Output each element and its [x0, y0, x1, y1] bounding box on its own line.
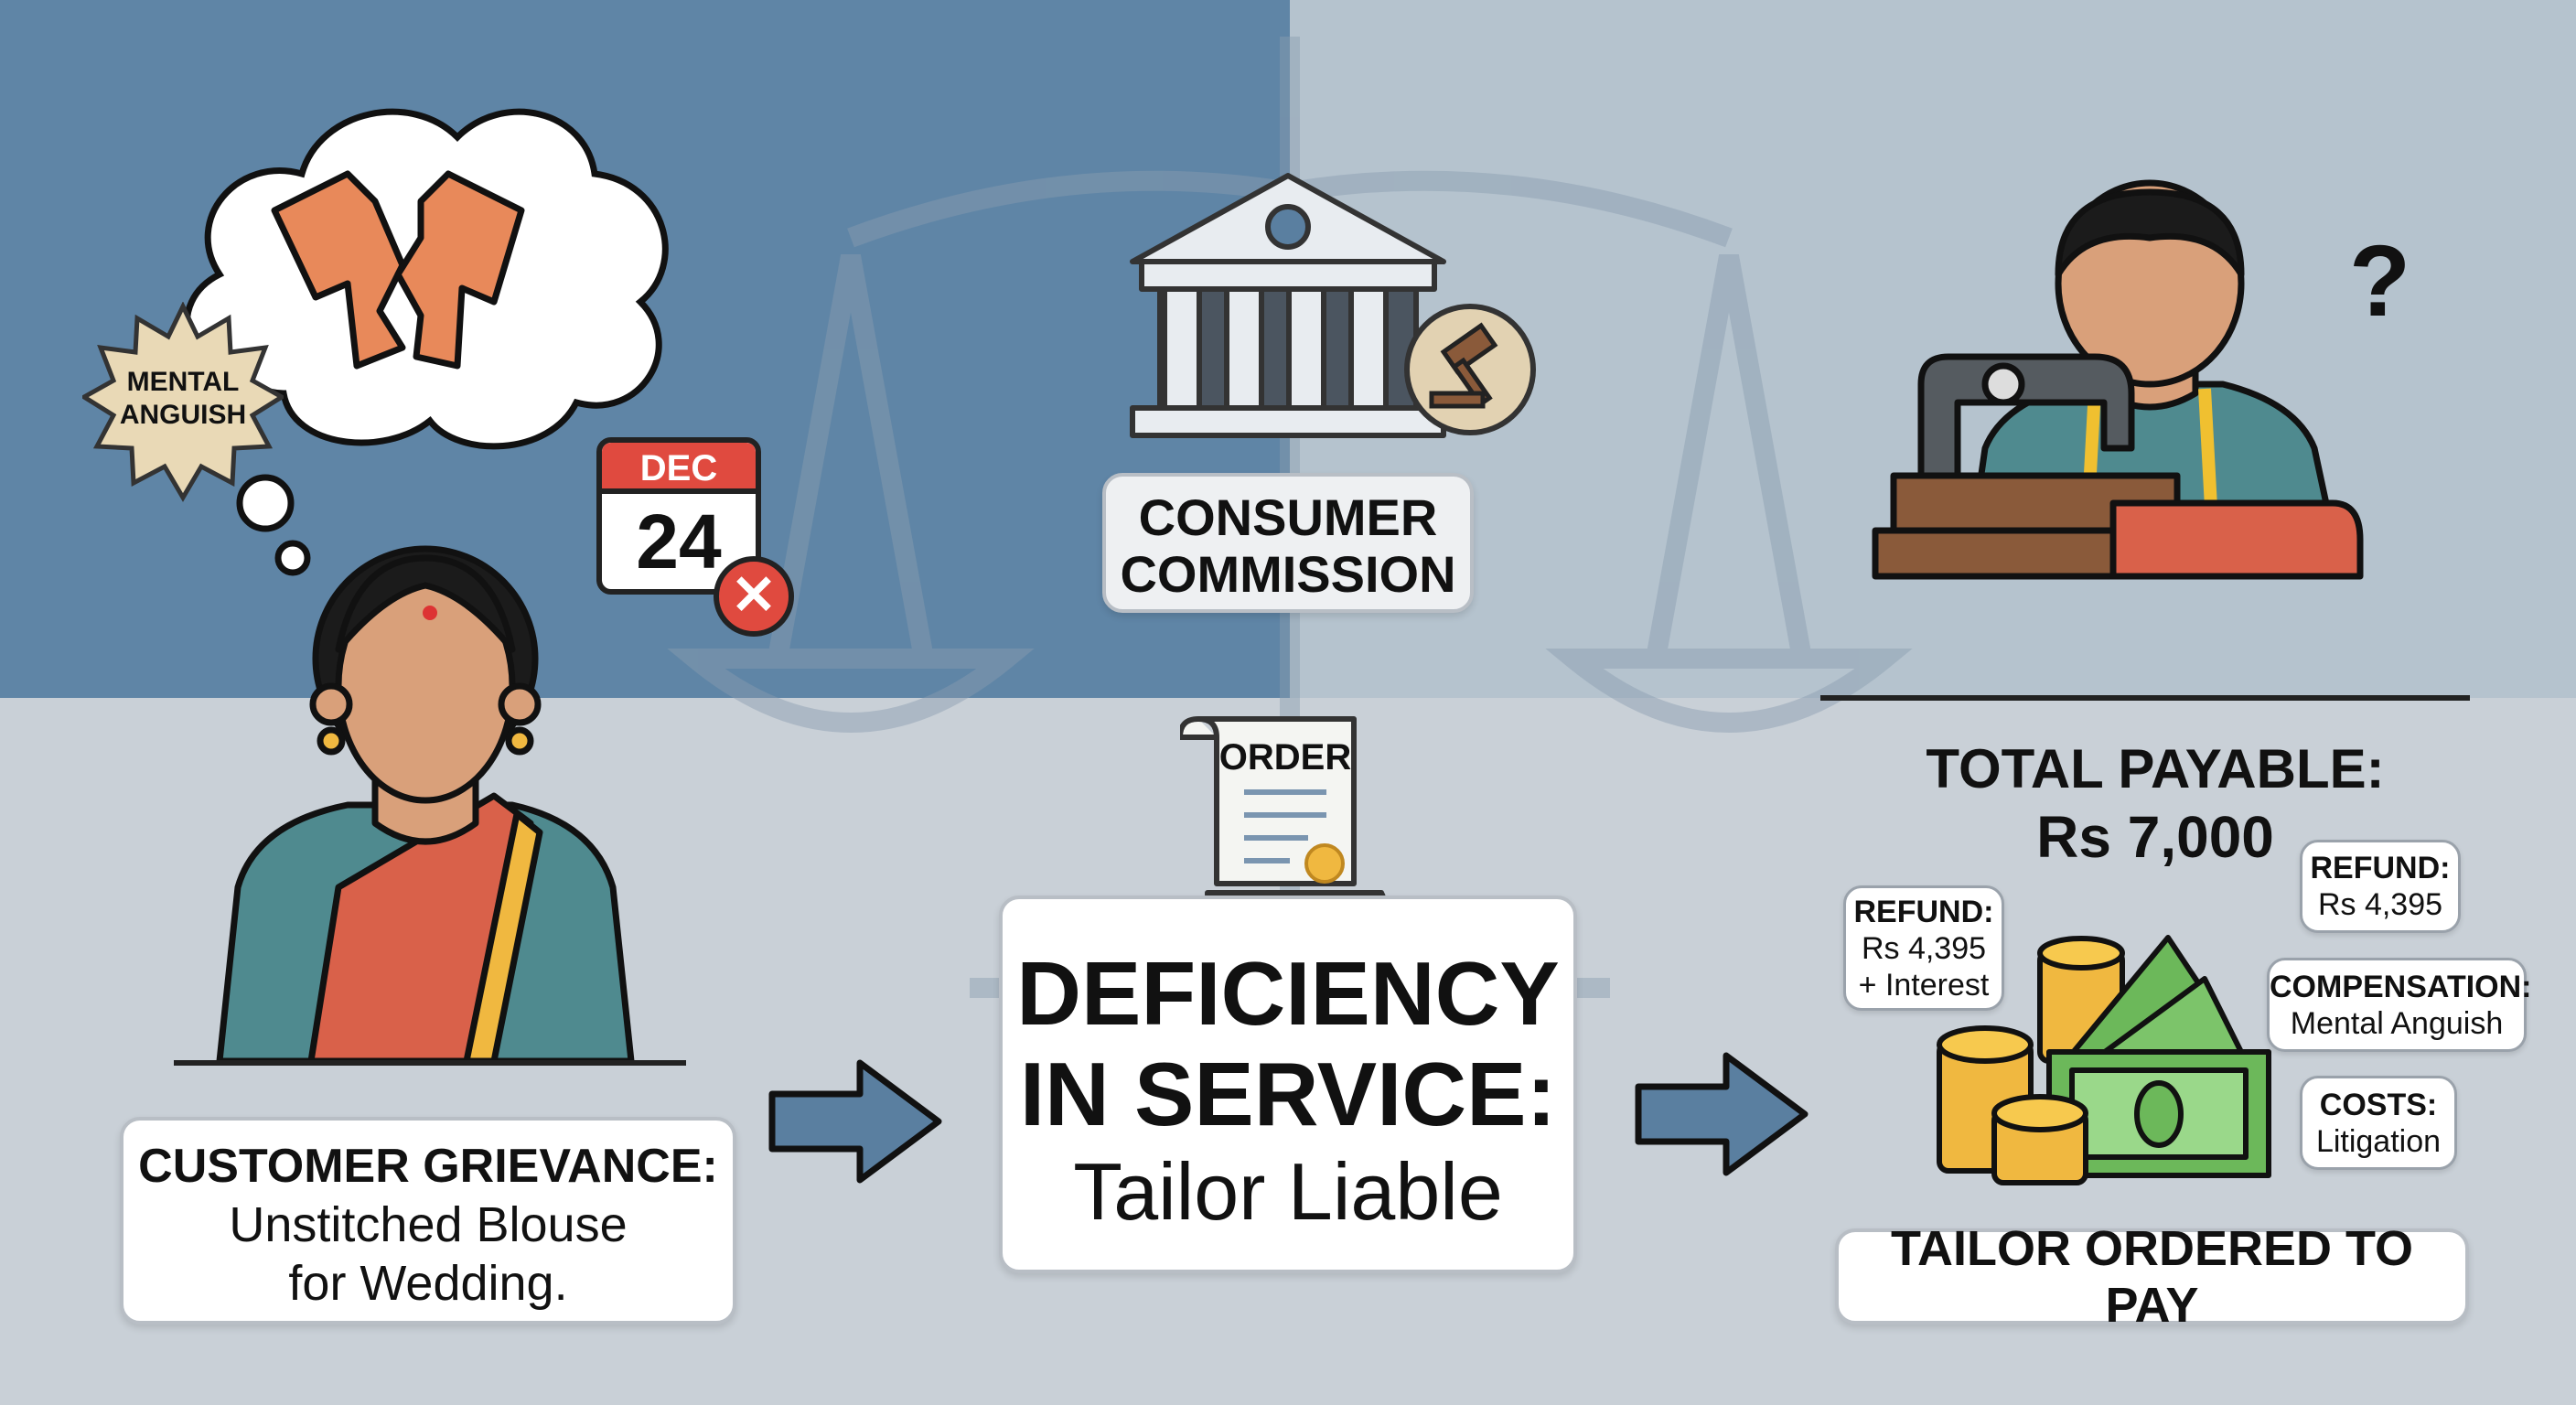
- arrow-right-icon: [768, 1059, 942, 1184]
- torn-blouse-icon: [271, 170, 525, 370]
- grievance-line: for Wedding.: [288, 1256, 568, 1311]
- arrow-right-icon: [1635, 1052, 1809, 1176]
- total-payable-label: TOTAL PAYABLE:: [1926, 738, 2385, 799]
- verdict-subtitle: Tailor Liable: [1073, 1146, 1503, 1237]
- tailor-illustration: ?: [1820, 179, 2470, 701]
- bubble-value: Litigation: [2315, 1123, 2442, 1159]
- compensation-bubble: COMPENSATION: Mental Anguish: [2267, 958, 2532, 1052]
- money-coins-and-bills-icon: [1937, 935, 2271, 1185]
- badge-line: MENTAL: [126, 367, 240, 397]
- bubble-line: Rs 4,395: [1861, 930, 1987, 966]
- consumer-commission-label: CONSUMER COMMISSION: [1102, 473, 1474, 613]
- grievance-line: Unstitched Blouse: [229, 1197, 628, 1252]
- bubble-line: + Interest: [1858, 967, 1990, 1003]
- bubble-value: Rs 4,395: [2317, 887, 2443, 922]
- deficiency-in-service-box: DEFICIENCY IN SERVICE: Tailor Liable: [999, 896, 1577, 1273]
- order-label: ORDER: [1218, 737, 1352, 778]
- calendar-month: DEC: [602, 443, 756, 494]
- grievance-title: CUSTOMER GRIEVANCE:: [138, 1140, 718, 1193]
- question-mark-icon: ?: [2349, 225, 2410, 338]
- gavel-icon: [1404, 304, 1536, 435]
- total-payable-amount: Rs 7,000: [2036, 804, 2274, 870]
- commission-line: COMMISSION: [1120, 545, 1456, 603]
- verdict-line: IN SERVICE:: [1019, 1044, 1557, 1144]
- courthouse-icon: [1130, 173, 1446, 438]
- costs-bubble: COSTS: Litigation: [2300, 1076, 2457, 1170]
- tailor-ordered-to-pay-box: TAILOR ORDERED TO PAY: [1835, 1221, 2469, 1333]
- badge-line: ANGUISH: [119, 400, 247, 430]
- commission-line: CONSUMER: [1138, 488, 1438, 546]
- bubble-title: COMPENSATION:: [2270, 969, 2532, 1004]
- bubble-title: REFUND:: [2310, 851, 2451, 885]
- outcome-label: TAILOR ORDERED TO PAY: [1890, 1220, 2413, 1333]
- customer-woman-illustration: [174, 545, 686, 1066]
- verdict-line: DEFICIENCY: [1016, 943, 1560, 1044]
- customer-grievance-box: CUSTOMER GRIEVANCE: Unstitched Blouse fo…: [120, 1117, 736, 1325]
- refund-bubble: REFUND: Rs 4,395: [2300, 840, 2461, 933]
- thought-cloud: [183, 108, 669, 576]
- refund-interest-bubble: REFUND: Rs 4,395 + Interest: [1843, 885, 2004, 1011]
- bubble-value: Mental Anguish: [2290, 1005, 2504, 1041]
- calendar-icon: DEC 24: [596, 437, 761, 595]
- cancel-x-icon: ✕: [714, 556, 794, 637]
- bubble-title: REFUND:: [1853, 894, 1994, 929]
- bubble-title: COSTS:: [2319, 1087, 2438, 1122]
- mental-anguish-badge: MENTAL ANGUISH: [82, 302, 284, 503]
- calendar-day: 24: [636, 499, 722, 585]
- order-document-icon: ORDER: [1180, 710, 1390, 920]
